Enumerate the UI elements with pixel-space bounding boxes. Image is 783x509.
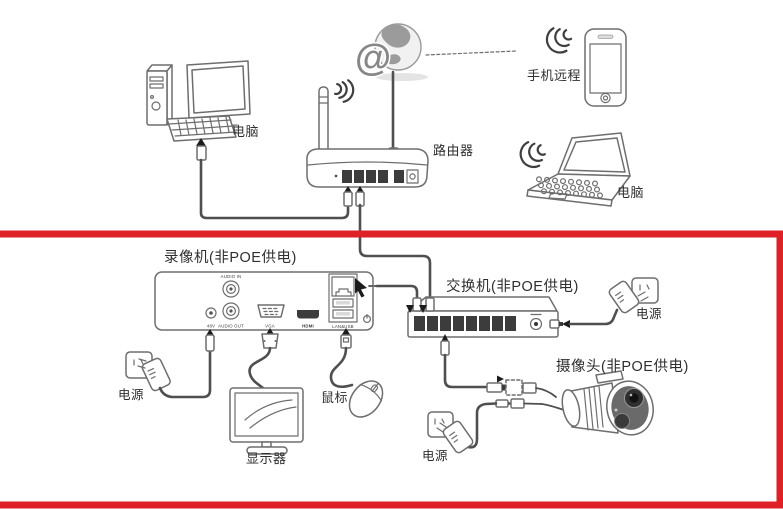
- laptop-icon: [519, 132, 631, 207]
- nvr-dc-plug: [205, 329, 215, 352]
- label-power-nvr: 电源: [118, 388, 145, 402]
- router-icon: [306, 79, 429, 188]
- smartphone-icon: [545, 27, 627, 107]
- cable-router-to-switch: [358, 203, 432, 300]
- nvr-port-48v-label: 48V: [207, 324, 215, 329]
- camera-power-adapter-icon: [427, 411, 474, 454]
- nvr-port-audio-out-label: AUDIO OUT: [218, 324, 244, 329]
- internet-globe-icon: @: [354, 23, 517, 81]
- nvr-port-audio-in-label: AUDIO IN: [221, 274, 242, 279]
- nvr-usb-plug: [340, 328, 352, 349]
- label-power-camera: 电源: [422, 449, 449, 463]
- label-monitor: 显示器: [246, 451, 287, 466]
- nvr-power-adapter-icon: [125, 351, 171, 392]
- nvr-vga-plug: [261, 328, 279, 349]
- switch-power-plug: [549, 319, 570, 329]
- highlight-frame: [0, 230, 783, 509]
- monitor-icon: [229, 387, 304, 455]
- label-power-switch: 电源: [636, 307, 663, 321]
- label-phone-remote: 手机远程: [527, 68, 582, 83]
- cable-usb-to-mouse: [329, 346, 354, 389]
- cable-nvr-power: [158, 348, 212, 399]
- nvr-port-hdmi-label: HDMI: [302, 324, 314, 329]
- nvr-icon: AUDIO IN 48V AUDIO OUT VGA HDMI LAN&USB: [154, 271, 374, 331]
- laptop-wifi-icon: [519, 141, 546, 169]
- mouse-cursor-icon: [355, 278, 367, 298]
- label-switch: 交换机(非POE供电): [446, 279, 579, 295]
- label-router: 路由器: [433, 143, 474, 158]
- ethernet-coupler-icon: [486, 375, 557, 398]
- cable-nvr-to-switch: [368, 284, 419, 301]
- nvr-port-lanusb-label: LAN&USB: [332, 324, 353, 329]
- mouse-icon: [348, 380, 384, 418]
- switch-power-adapter-icon: [608, 277, 659, 314]
- router-wifi-icon: [333, 79, 355, 103]
- cable-switch-power: [568, 308, 619, 326]
- label-nvr: 录像机(非POE供电): [164, 250, 297, 266]
- label-desktop-pc: 电脑: [232, 124, 260, 139]
- camera-icon: [561, 370, 654, 436]
- desktop-computer-icon: [146, 60, 251, 142]
- label-camera: 摄像头(非POE供电): [556, 359, 689, 375]
- switch-uplink-plugs: [406, 297, 435, 313]
- dc-coupler-icon: [495, 398, 565, 411]
- cable-vga-to-monitor: [248, 346, 272, 390]
- router-lan-plugs: [343, 186, 365, 207]
- cable-switch-to-camera: [443, 353, 489, 389]
- phone-wifi-icon: [545, 27, 573, 54]
- nvr-port-vga-label: VGA: [265, 324, 275, 329]
- cable-pc-to-router: [196, 138, 350, 220]
- label-mouse: 鼠标: [321, 390, 349, 405]
- cable-camera-power: [466, 402, 498, 449]
- internet-at-icon: @: [355, 37, 391, 78]
- label-laptop-pc: 电脑: [617, 185, 645, 200]
